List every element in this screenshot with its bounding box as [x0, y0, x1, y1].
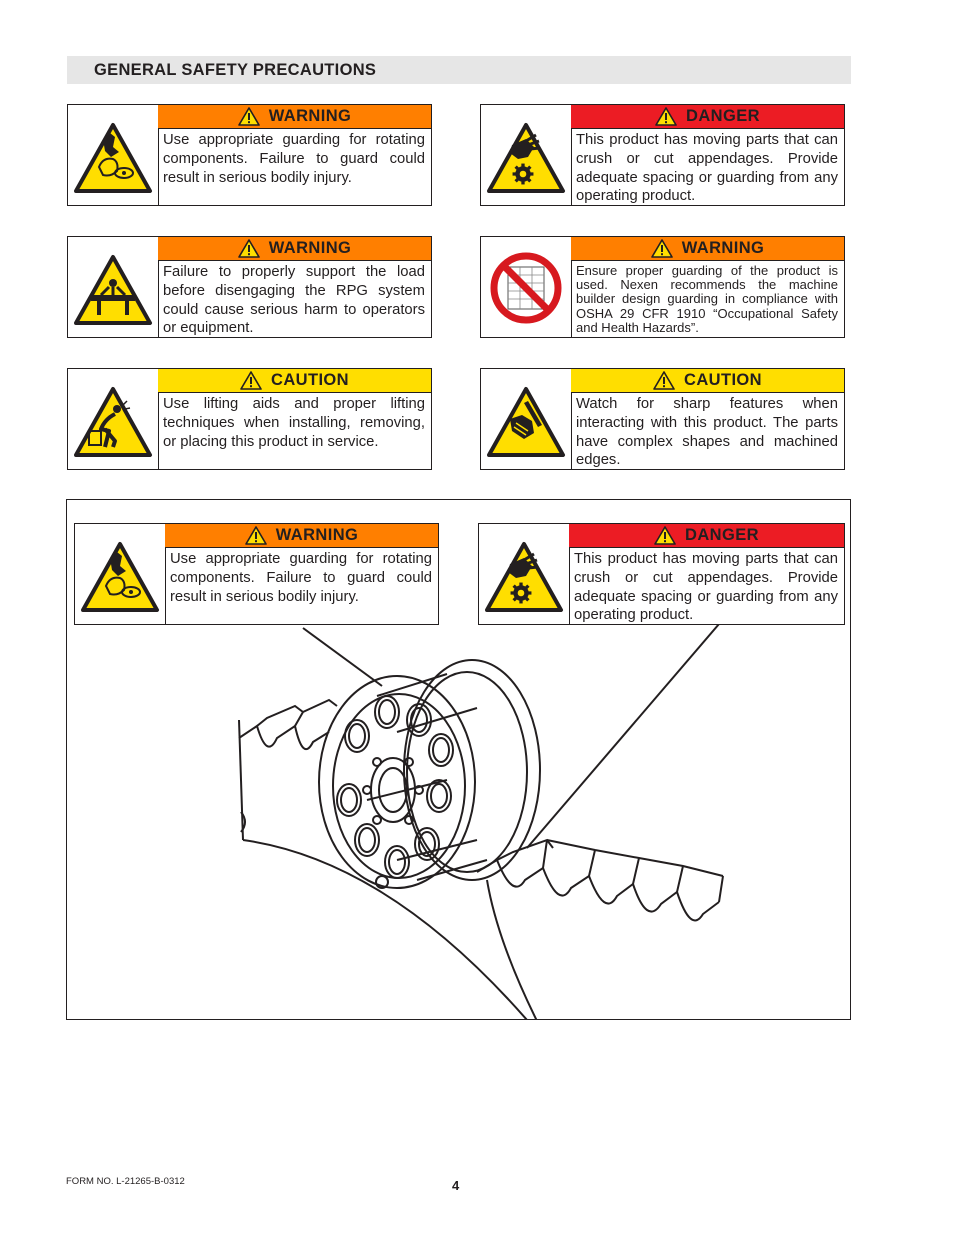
warning-header: WARNING [165, 524, 438, 548]
warning-header: WARNING [158, 237, 431, 261]
alert-triangle-icon [245, 526, 267, 545]
safety-message: This product has moving parts that can c… [576, 132, 838, 205]
pinion-rack-drawing [238, 623, 724, 1019]
caution-header: CAUTION [158, 369, 431, 393]
danger-header: DANGER [569, 524, 844, 548]
caution-header: CAUTION [571, 369, 844, 393]
gear-crush-hazard-icon [480, 526, 568, 622]
safety-message: Failure to properly support the load bef… [163, 264, 425, 337]
safety-message: Use appropriate guarding for rotating co… [170, 551, 432, 605]
alert-triangle-icon [238, 239, 260, 258]
signal-word: DANGER [686, 107, 760, 125]
signal-word: CAUTION [271, 371, 349, 389]
sharp-edge-hazard-icon [482, 371, 570, 467]
warning-header: WARNING [571, 237, 844, 261]
section-title: GENERAL SAFETY PRECAUTIONS [94, 61, 377, 79]
signal-word: WARNING [268, 239, 352, 257]
signal-word: WARNING [275, 526, 359, 544]
safety-message: Watch for sharp features when interactin… [576, 396, 838, 469]
alert-triangle-icon [240, 371, 262, 390]
warning-card-guarding: WARNING Ensure proper guarding of the pr… [480, 236, 845, 338]
caution-card-lifting: CAUTION Use lifting aids and proper lift… [67, 368, 432, 470]
safety-message: Ensure proper guarding of the product is… [576, 263, 838, 335]
alert-triangle-icon [654, 526, 676, 545]
warning-header: WARNING [158, 105, 431, 129]
form-number: FORM NO. L-21265-B-0312 [66, 1176, 185, 1187]
safety-message: Use appropriate guarding for rotating co… [163, 132, 425, 186]
product-label-figure [66, 499, 851, 1020]
warning-card-load: WARNING Failure to properly support the … [67, 236, 432, 338]
signal-word: CAUTION [684, 371, 762, 389]
danger-header: DANGER [571, 105, 844, 129]
rotating-parts-hazard-icon [71, 109, 155, 201]
load-crush-hazard-icon [69, 239, 157, 335]
signal-word: WARNING [268, 107, 352, 125]
rotating-parts-hazard-icon [76, 526, 164, 622]
alert-triangle-icon [238, 107, 260, 126]
lifting-hazard-icon [69, 371, 157, 467]
alert-triangle-icon [651, 239, 673, 258]
figure-warning-label: WARNING Use appropriate guarding for rot… [74, 523, 439, 625]
section-header: GENERAL SAFETY PRECAUTIONS [67, 56, 851, 84]
page-number: 4 [452, 1178, 460, 1193]
signal-word: WARNING [681, 239, 765, 257]
danger-card-crush: DANGER This product has moving parts tha… [480, 104, 845, 206]
no-unguarded-operation-icon [490, 252, 562, 324]
alert-triangle-icon [655, 107, 677, 126]
figure-danger-label: DANGER This product has moving parts tha… [478, 523, 845, 625]
alert-triangle-icon [653, 371, 675, 390]
safety-message: Use lifting aids and proper lifting tech… [163, 396, 425, 450]
gear-crush-hazard-icon [482, 107, 570, 203]
warning-card-rotating: WARNING Use appropriate guarding for rot… [67, 104, 432, 206]
safety-message: This product has moving parts that can c… [574, 551, 838, 624]
caution-card-sharp: CAUTION Watch for sharp features when in… [480, 368, 845, 470]
signal-word: DANGER [685, 526, 759, 544]
